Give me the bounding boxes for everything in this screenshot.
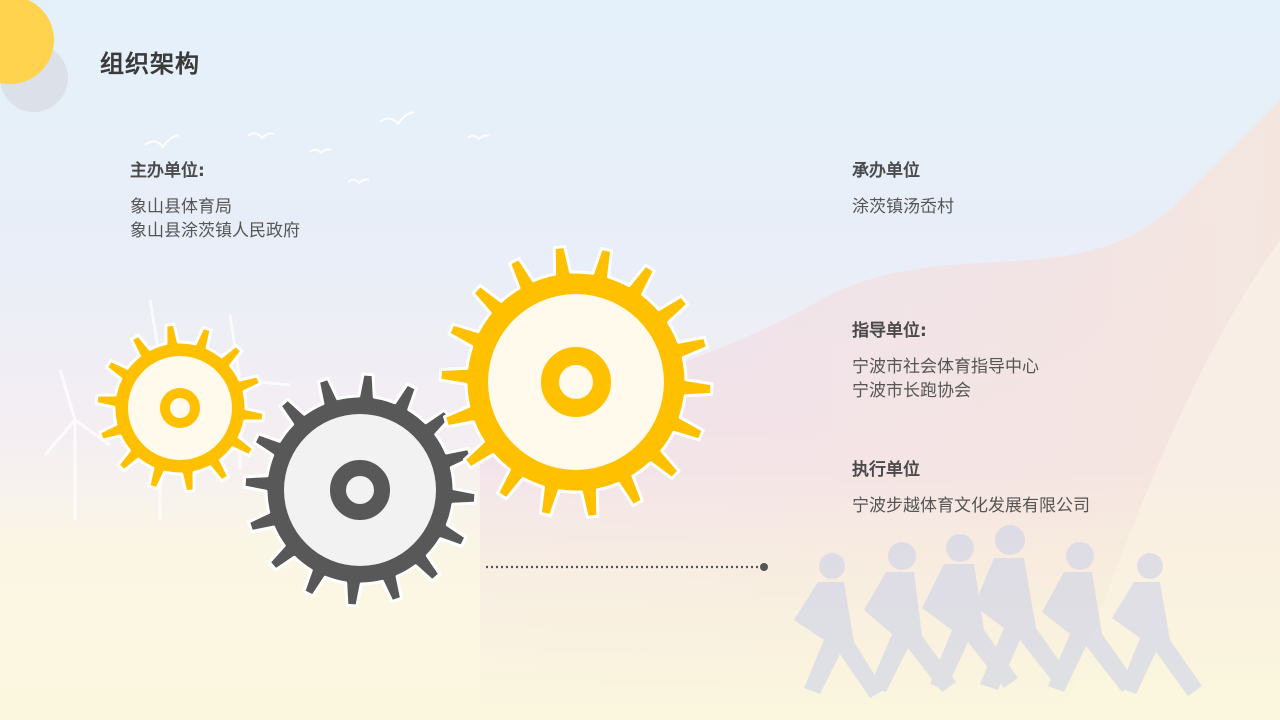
- section-executor-line-1: 宁波步越体育文化发展有限公司: [852, 496, 1090, 516]
- small-yellow-gear-icon: [94, 322, 266, 494]
- gear-dark-hub: [330, 460, 390, 520]
- section-guidance-line-2: 宁波市长跑协会: [852, 381, 971, 401]
- section-organizer-heading: 承办单位: [852, 161, 920, 181]
- section-host-line-2: 象山县涂茨镇人民政府: [130, 221, 300, 241]
- gear-large-hub: [541, 347, 611, 417]
- section-guidance-heading: 指导单位:: [852, 321, 927, 341]
- dark-gear-icon: [242, 372, 478, 608]
- gear-dark-face: [284, 414, 436, 566]
- section-executor: 执行单位 宁波步越体育文化发展有限公司: [852, 455, 1090, 518]
- section-host: 主办单位: 象山县体育局 象山县涂茨镇人民政府: [130, 156, 300, 243]
- page-title: 组织架构: [100, 50, 200, 78]
- section-executor-heading: 执行单位: [852, 460, 920, 480]
- large-yellow-gear-icon: [438, 244, 714, 520]
- gear-small-hub: [160, 388, 200, 428]
- gear-large-face: [488, 294, 664, 470]
- section-host-line-1: 象山县体育局: [130, 197, 232, 217]
- gear-small-face: [128, 356, 232, 460]
- section-organizer: 承办单位 涂茨镇汤岙村: [852, 156, 954, 219]
- section-guidance: 指导单位: 宁波市社会体育指导中心 宁波市长跑协会: [852, 316, 1039, 403]
- section-host-heading: 主办单位:: [130, 161, 205, 181]
- section-organizer-line-1: 涂茨镇汤岙村: [852, 197, 954, 217]
- section-guidance-line-1: 宁波市社会体育指导中心: [852, 357, 1039, 377]
